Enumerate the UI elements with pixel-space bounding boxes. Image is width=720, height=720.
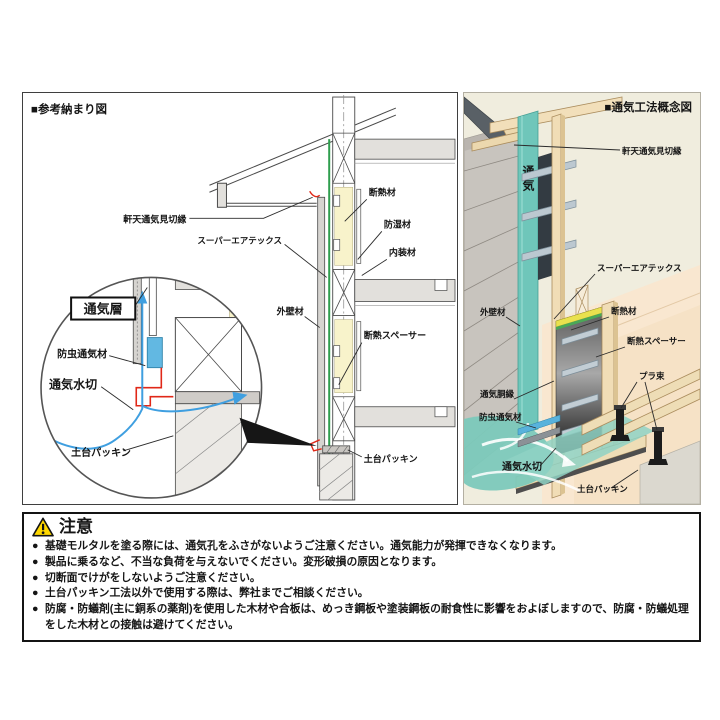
eaves-trim-mark (309, 190, 321, 198)
label-detail-sill-packing: 土台パッキン (71, 446, 131, 459)
warning-icon (32, 517, 54, 537)
bullet-icon: ● (32, 602, 39, 615)
caution-item: ●切断面でけがをしないようご注意ください。 (32, 571, 689, 587)
stud-braces (332, 132, 356, 442)
insect-vent-material (146, 337, 163, 369)
caution-box: 注意 ●基礎モルタルを塗る際には、通気孔をふさがないようご注意ください。通気能力… (22, 512, 701, 643)
label-air-barrier: スーパーエアテックス (197, 235, 282, 245)
label-eaves-trim: 軒天通気見切縁 (123, 213, 186, 224)
label-air-layer: 通気層 (84, 302, 123, 317)
label-plastic-post: プラ束 (639, 371, 665, 381)
reference-detail-panel: 軒天通気見切縁 スーパーエアテックス 断熱材 防湿材 内装材 外壁材 断熱スペー… (22, 92, 458, 505)
label-insulation: 断熱材 (369, 186, 396, 197)
magnifier-circle (40, 276, 263, 499)
vent-flashing-mark (309, 439, 322, 452)
sill-and-foundation (309, 439, 354, 501)
vent-flashing-profile (135, 367, 174, 407)
ventilation-concept-panel: 通気 (463, 92, 701, 505)
insect-vent-strip (517, 414, 561, 436)
label-insulation-r: 断熱材 (611, 306, 637, 316)
air-flow-arrow-up (137, 290, 148, 304)
label-insulation-spacer-r: 断熱スペーサー (627, 336, 686, 346)
caution-list: ●基礎モルタルを塗る際には、通気孔をふさがないようご注意ください。通気能力が発揮… (32, 539, 689, 633)
left-callouts: 軒天通気見切縁 スーパーエアテックス 断熱材 防湿材 内装材 外壁材 断熱スペー… (123, 186, 426, 464)
label-vent-furring: 通気胴縁 (480, 389, 515, 399)
vent-flashing-strip (517, 426, 561, 448)
caution-item: ●基礎モルタルを塗る際には、通気孔をふさがないようご注意ください。通気能力が発揮… (32, 539, 689, 555)
left-panel-title: ■参考納まり図 (31, 102, 107, 116)
eave-beams (471, 96, 623, 152)
bullet-icon: ● (32, 540, 39, 553)
label-vent-flashing: 通気水切 (49, 377, 97, 392)
caution-item: ●土台パッキン工法以外で使用する際は、弊社までご相談ください。 (32, 586, 689, 602)
air-flow-arrow-right (232, 391, 248, 405)
caution-title: 注意 (59, 517, 93, 536)
ventilation-concept-drawing: 通気 (464, 96, 700, 504)
label-sill-packing: 土台パッキン (364, 453, 418, 464)
bullet-icon: ● (32, 587, 39, 600)
roof (464, 96, 511, 142)
floor-slabs (354, 138, 456, 428)
detail-pointer (239, 417, 317, 446)
wall-section (317, 95, 362, 501)
label-insect-vent-r: 防虫通気材 (479, 412, 522, 422)
label-eaves-trim-r: 軒天通気見切縁 (622, 146, 682, 156)
bullet-icon: ● (32, 556, 39, 569)
label-insulation-spacer: 断熱スペーサー (364, 330, 426, 341)
foundation (639, 440, 700, 504)
insulation-spacers (333, 194, 341, 390)
reference-detail-drawing: 軒天通気見切縁 スーパーエアテックス 断熱材 防湿材 内装材 外壁材 断熱スペー… (31, 95, 456, 501)
label-insect-vent: 防虫通気材 (57, 348, 107, 361)
roof (209, 107, 397, 208)
right-panel-title: ■通気工法概念図 (605, 100, 692, 114)
bullet-icon: ● (32, 571, 39, 584)
label-exterior-wall-r: 外壁材 (479, 307, 506, 317)
interior-board (356, 188, 362, 264)
label-interior-material: 内装材 (389, 246, 416, 257)
label-vent-flashing-r: 通気水切 (502, 460, 542, 473)
label-air-barrier-r: スーパーエアテックス (597, 263, 682, 273)
caution-item: ●防腐・防蟻剤(主に銅系の薬剤)を使用した木材や合板は、めっき鋼板や塗装鋼板の耐… (32, 602, 689, 631)
plastic-posts (610, 405, 668, 465)
label-exterior-wall: 外壁材 (276, 306, 304, 317)
detail-callouts: 通気層 防虫通気材 通気水切 土台パッキン (49, 287, 174, 459)
insulated-panel (555, 300, 618, 456)
caution-item: ●製品に乗るなど、不当な負荷を与えないでください。変形破損の原因となります。 (32, 555, 689, 571)
interior-board (356, 321, 362, 392)
label-moisture-barrier: 防湿材 (384, 218, 411, 229)
caution-header: 注意 (32, 517, 689, 537)
right-callouts: 軒天通気見切縁 スーパーエアテックス 断熱材 断熱スペーサー プラ束 外壁材 通… (479, 144, 686, 494)
label-sill-packing-r: 土台パッキン (577, 484, 628, 494)
air-barrier-membrane (328, 139, 331, 486)
